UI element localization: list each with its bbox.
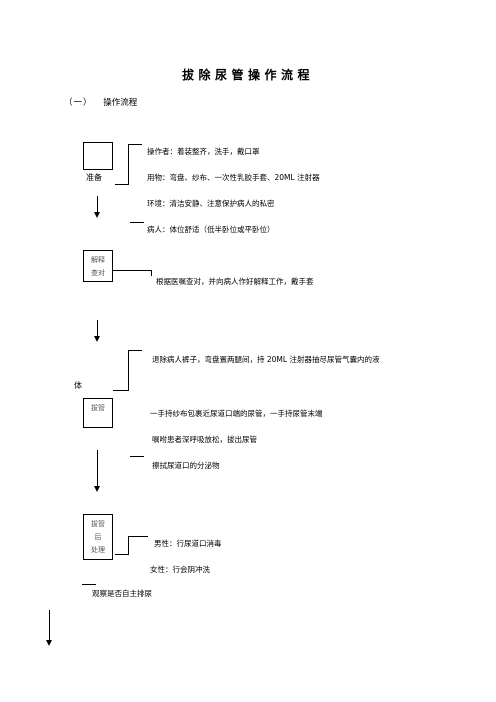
flow-arrow-1-head: [94, 212, 100, 218]
observe-tick: [82, 584, 96, 585]
after-removal-box: 拔管 后 处理: [83, 514, 113, 560]
remove-item-prepare: 退除病人裤子，弯盘置两腿间，持 20ML 注射器抽尽尿管气囊内的液: [152, 355, 380, 364]
after-item-male: 男性：行尿道口消毒: [154, 539, 222, 548]
remove-bracket: [128, 350, 129, 390]
after-label-1: 拔管: [91, 520, 105, 528]
after-label-2: 后: [94, 533, 102, 541]
check-label: 查对: [91, 269, 105, 277]
patient-tick: [130, 222, 144, 223]
remove-item-pull: 嘱咐患者深呼吸放松，拔出尿管: [152, 435, 257, 444]
prepare-item-supplies: 用物：弯盘、纱布、一次性乳胶手套、20ML 注射器: [147, 173, 320, 182]
remove-item-hold: 一手持纱布包裹近尿道口端的尿管，一手持尿管末端: [150, 409, 323, 418]
after-bracket: [128, 536, 129, 554]
flow-arrow-2-head: [94, 336, 100, 342]
prepare-bracket: [128, 144, 129, 184]
explain-connector-drop: [151, 270, 152, 276]
prepare-bracket-top: [128, 144, 142, 145]
prepare-box: [83, 142, 113, 170]
after-bracket-top: [128, 536, 148, 537]
flow-arrow-1: [97, 196, 98, 214]
flow-arrow-2: [97, 320, 98, 338]
section-number: （一）: [64, 98, 93, 108]
prepare-label: 准备: [86, 173, 102, 182]
remove-item-wipe: 擦拭尿道口的分泌物: [152, 461, 220, 470]
explain-check-box: 解释 查对: [83, 250, 113, 282]
section-label: 操作流程: [103, 98, 138, 108]
flow-arrow-3-head: [94, 486, 100, 492]
remove-item-prepare-wrap: 体: [74, 381, 82, 390]
prepare-item-patient: 病人：体位舒适（低半卧位或平卧位）: [147, 225, 275, 234]
flow-arrow-3: [97, 450, 98, 488]
explain-item: 根据医嘱查对，并向病人作好解释工作，戴手套: [156, 277, 314, 286]
after-item-observe: 观察是否自主排尿: [92, 589, 152, 598]
after-item-female: 女性：行会阴冲洗: [150, 565, 210, 574]
remove-bracket-top: [128, 350, 142, 351]
prepare-bracket-bottom: [115, 184, 129, 185]
page-title: 拔除尿管操作流程: [181, 68, 314, 82]
after-label-3: 处理: [91, 546, 105, 554]
remove-label: 拔管: [91, 404, 105, 412]
remove-bracket-bottom: [113, 390, 129, 391]
wipe-tick: [130, 456, 144, 457]
explain-label: 解释: [91, 256, 105, 264]
prepare-item-environment: 环境：清洁安静、注意保护病人的私密: [147, 199, 275, 208]
flow-arrow-final: [49, 610, 50, 640]
after-bracket-bottom: [115, 554, 129, 555]
flow-arrow-final-head: [46, 640, 52, 646]
explain-connector: [113, 270, 151, 271]
section-heading: （一） 操作流程: [64, 96, 137, 108]
prepare-item-operator: 操作者：着装整齐，洗手，戴口罩: [147, 147, 260, 156]
remove-box: 拔管: [83, 398, 113, 428]
